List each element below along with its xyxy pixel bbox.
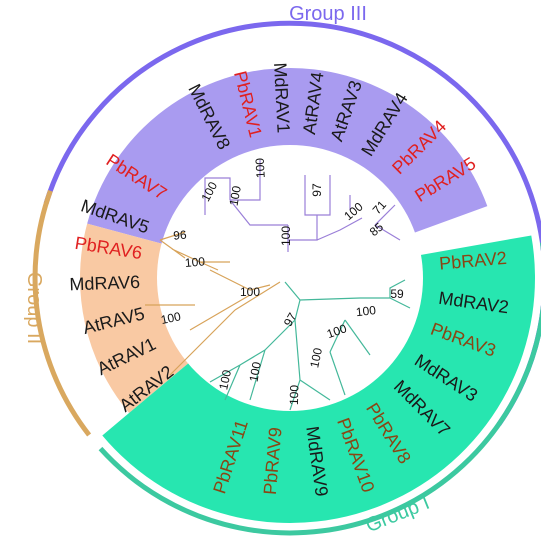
- bootstrap-value: 100: [279, 226, 293, 246]
- bootstrap-value: 100: [227, 184, 244, 206]
- tree-branches: [145, 160, 411, 411]
- bootstrap-value: 59: [390, 287, 404, 301]
- bootstrap-value: 96: [173, 228, 188, 243]
- group-ii-branches: [145, 231, 281, 376]
- bootstrap-value: 100: [253, 157, 268, 178]
- leaf-label: MdRAV1: [270, 62, 294, 134]
- leaf-label: MdRAV6: [69, 272, 140, 294]
- bootstrap-value: 100: [287, 384, 302, 405]
- bootstrap-value: 100: [240, 285, 260, 299]
- group-i-branches: [209, 279, 411, 411]
- bootstrap-value: 97: [281, 310, 300, 329]
- clade-sectors: [79, 67, 535, 523]
- bootstrap-value: 100: [307, 346, 325, 369]
- bootstrap-value: 100: [247, 360, 264, 382]
- inner-white-disc: [157, 145, 423, 411]
- bootstrap-value: 100: [184, 254, 205, 270]
- bootstrap-value: 100: [160, 309, 183, 327]
- group-arcs: [32, 20, 541, 536]
- group-iii-arc: [43, 20, 541, 426]
- bootstrap-value: 100: [216, 368, 234, 391]
- bootstrap-value: 100: [355, 303, 377, 319]
- group-ii-label: Group II: [23, 272, 45, 344]
- bootstrap-value: 100: [325, 321, 349, 341]
- group-i-arc: [98, 242, 541, 536]
- bootstrap-value: 97: [310, 183, 324, 197]
- group-iii-branches: [204, 160, 401, 252]
- group-ii-arc: [32, 189, 92, 437]
- group-iii-label: Group III: [289, 3, 367, 25]
